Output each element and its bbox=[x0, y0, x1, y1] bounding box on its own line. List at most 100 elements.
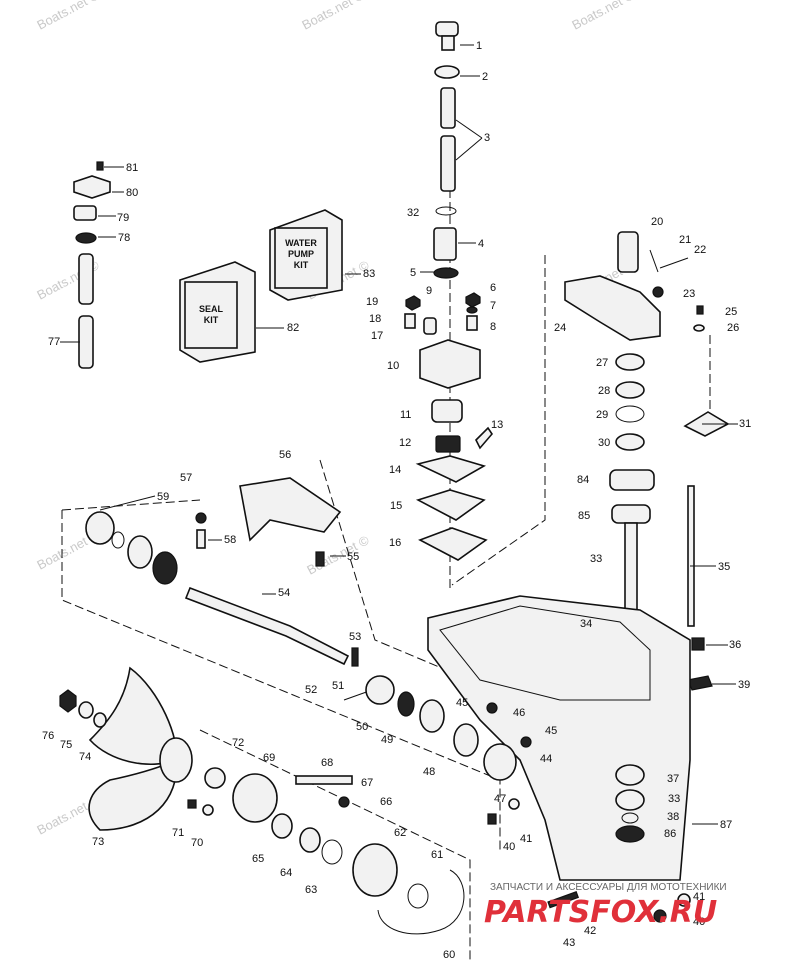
brand-tagline: ЗАПЧАСТИ И АКСЕССУАРЫ ДЛЯ МОТОТЕХНИКИ bbox=[490, 882, 727, 893]
callout-12: 12 bbox=[399, 437, 411, 449]
callout-35: 35 bbox=[718, 561, 730, 573]
callout-31: 31 bbox=[739, 418, 751, 430]
callout-32: 32 bbox=[407, 207, 419, 219]
callout-70: 70 bbox=[191, 837, 203, 849]
sleeve bbox=[433, 227, 457, 261]
brand-logo: PARTSFOX.RU bbox=[484, 895, 717, 930]
callout-83: 83 bbox=[363, 268, 375, 280]
pump-housing bbox=[419, 339, 481, 389]
callout-44: 44 bbox=[540, 753, 552, 765]
callout-29: 29 bbox=[596, 409, 608, 421]
bushing-stem bbox=[441, 35, 455, 51]
seal-ring bbox=[434, 65, 460, 79]
callout-14: 14 bbox=[389, 464, 401, 476]
callout-63: 63 bbox=[305, 884, 317, 896]
callout-62: 62 bbox=[394, 827, 406, 839]
watermark: Boats.net © bbox=[34, 0, 102, 33]
callout-34: 34 bbox=[580, 618, 592, 630]
callout-76: 76 bbox=[42, 730, 54, 742]
callout-74: 74 bbox=[79, 751, 91, 763]
callout-56: 56 bbox=[279, 449, 291, 461]
callout-46: 46 bbox=[513, 707, 525, 719]
callout-71: 71 bbox=[172, 827, 184, 839]
callout-7: 7 bbox=[490, 300, 496, 312]
callout-41: 41 bbox=[520, 833, 532, 845]
callout-53: 53 bbox=[349, 631, 361, 643]
callout-85: 85 bbox=[578, 510, 590, 522]
callout-9: 9 bbox=[426, 285, 432, 297]
callout-38: 38 bbox=[667, 811, 679, 823]
shaft-lower bbox=[440, 135, 456, 192]
washer bbox=[433, 267, 459, 279]
callout-17: 17 bbox=[371, 330, 383, 342]
callout-67: 67 bbox=[361, 777, 373, 789]
callout-77: 77 bbox=[48, 336, 60, 348]
callout-59: 59 bbox=[157, 491, 169, 503]
callout-18: 18 bbox=[369, 313, 381, 325]
callout-13: 13 bbox=[491, 419, 503, 431]
callout-33b: 33 bbox=[668, 793, 680, 805]
bushing-cap bbox=[435, 21, 459, 37]
nut bbox=[405, 295, 421, 311]
callout-40b: 40 bbox=[693, 916, 705, 928]
callout-55: 55 bbox=[347, 551, 359, 563]
callout-72: 72 bbox=[232, 737, 244, 749]
callout-2: 2 bbox=[482, 71, 488, 83]
callout-37: 37 bbox=[667, 773, 679, 785]
callout-30: 30 bbox=[598, 437, 610, 449]
callouts: 1 2 3 4 5 6 7 8 9 10 11 12 13 14 15 16 1… bbox=[42, 40, 751, 961]
gasket bbox=[415, 455, 487, 483]
pump-insert bbox=[431, 399, 463, 423]
callout-43: 43 bbox=[563, 937, 575, 949]
shaft-upper bbox=[440, 87, 456, 129]
bushing bbox=[423, 317, 437, 335]
callout-51: 51 bbox=[332, 680, 344, 692]
washer bbox=[466, 306, 478, 314]
callout-22: 22 bbox=[694, 244, 706, 256]
nut bbox=[465, 292, 481, 308]
callout-64: 64 bbox=[280, 867, 292, 879]
leader-lines bbox=[60, 44, 738, 825]
callout-36: 36 bbox=[729, 639, 741, 651]
shift-parts bbox=[73, 161, 111, 369]
callout-19: 19 bbox=[366, 296, 378, 308]
callout-58: 58 bbox=[224, 534, 236, 546]
watermark: Boats.net © bbox=[304, 532, 372, 577]
callout-48: 48 bbox=[423, 766, 435, 778]
callout-75: 75 bbox=[60, 739, 72, 751]
callout-81: 81 bbox=[126, 162, 138, 174]
impeller bbox=[435, 435, 461, 453]
watermark: Boats.net © bbox=[569, 0, 637, 33]
gasket-lower bbox=[418, 527, 488, 561]
callout-25: 25 bbox=[725, 306, 737, 318]
callout-24: 24 bbox=[554, 322, 566, 334]
callout-45: 45 bbox=[456, 697, 468, 709]
callout-73: 73 bbox=[92, 836, 104, 848]
callout-61: 61 bbox=[431, 849, 443, 861]
key bbox=[475, 426, 494, 450]
callout-47: 47 bbox=[494, 793, 506, 805]
callout-21: 21 bbox=[679, 234, 691, 246]
callout-65: 65 bbox=[252, 853, 264, 865]
callout-69: 69 bbox=[263, 752, 275, 764]
callout-16: 16 bbox=[389, 537, 401, 549]
callout-27: 27 bbox=[596, 357, 608, 369]
callout-11: 11 bbox=[400, 409, 411, 421]
partsfox-brand: ЗАПЧАСТИ И АКСЕССУАРЫ ДЛЯ МОТОТЕХНИКИ PA… bbox=[484, 882, 727, 930]
stud bbox=[404, 313, 416, 329]
callout-8: 8 bbox=[490, 321, 496, 333]
gear-housing bbox=[427, 595, 691, 881]
callout-15: 15 bbox=[390, 500, 402, 512]
callout-42: 42 bbox=[584, 925, 596, 937]
callout-60: 60 bbox=[443, 949, 455, 961]
callout-87: 87 bbox=[720, 819, 732, 831]
callout-40: 40 bbox=[503, 841, 515, 853]
callout-78: 78 bbox=[118, 232, 130, 244]
callout-79: 79 bbox=[117, 212, 129, 224]
callout-20: 20 bbox=[651, 216, 663, 228]
